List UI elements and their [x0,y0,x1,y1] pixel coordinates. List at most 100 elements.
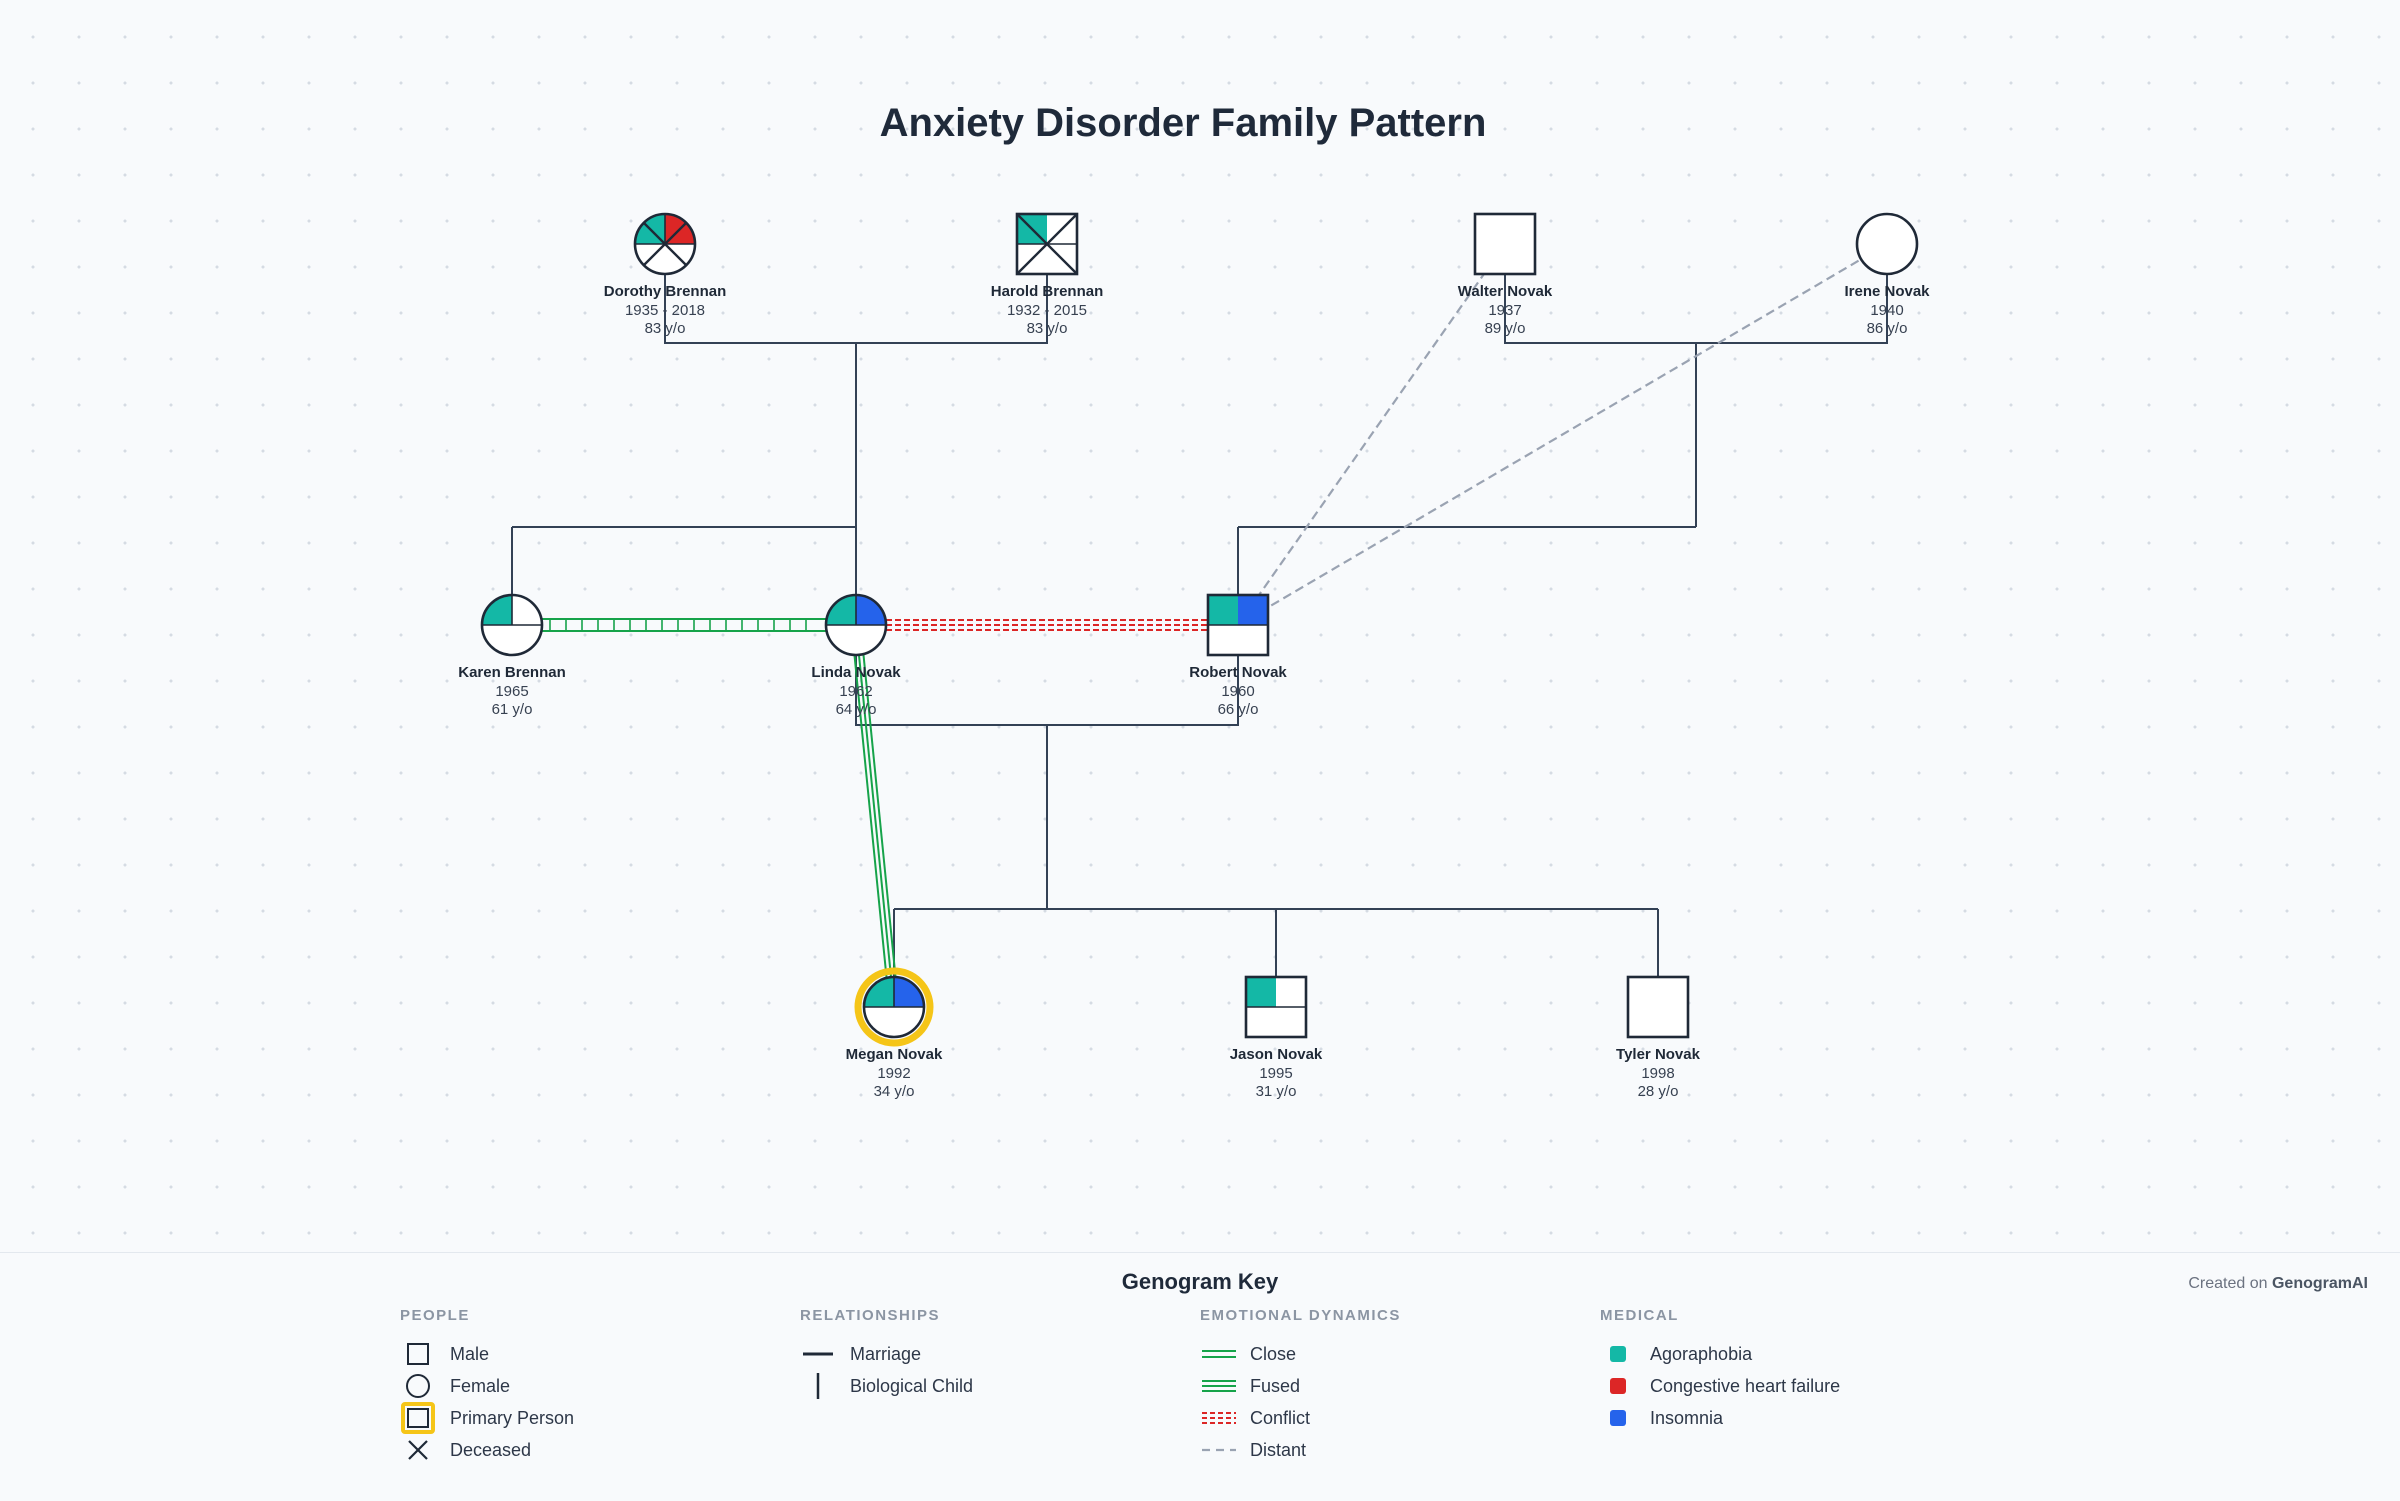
female-symbol[interactable] [824,593,888,657]
emotional-layer [542,245,1884,978]
key-marriage: Marriage [800,1338,973,1370]
distant-relationship-line[interactable] [1250,247,1504,606]
marriage-line[interactable] [855,655,1239,726]
female-symbol[interactable] [633,212,697,276]
primary-person-highlight [854,967,934,1047]
person-years: 1965 [495,683,528,700]
marriage-line-icon [800,1338,836,1370]
person-years: 1992 [877,1065,910,1082]
key-male: Male [400,1338,574,1370]
child-line-icon [800,1370,836,1402]
key-chf-label: Congestive heart failure [1650,1375,1841,1396]
conflict-relationship-line[interactable] [886,619,1208,631]
key-title: Genogram Key [1121,1269,1279,1294]
insomnia-marker [1238,595,1268,625]
female-symbol[interactable] [862,975,926,1039]
credit-brand[interactable]: GenogramAI [2271,1275,2368,1292]
person-age: 66 y/o [1218,701,1259,718]
person-years: 1962 [839,683,872,700]
person-name: Karen Brennan [458,664,566,681]
key-fused: Fused [1200,1370,1401,1402]
person-name: Robert Novak [1189,664,1287,681]
condition-markers [635,214,695,245]
key-female: Female [400,1370,574,1402]
male-symbol[interactable] [1206,593,1270,657]
male-symbol[interactable] [1015,212,1079,276]
deceased-x-icon [400,1434,436,1466]
person-name: Tyler Novak [1616,1046,1701,1063]
agoraphobia-marker [1208,595,1238,625]
person-age: 28 y/o [1638,1083,1679,1100]
key-deceased: Deceased [400,1434,574,1466]
key-conflict-label: Conflict [1250,1407,1311,1428]
agoraphobia-swatch [1600,1338,1636,1370]
key-primary-label: Primary Person [450,1407,575,1428]
condition-markers [826,595,886,626]
genogram-canvas: Anxiety Disorder Family Pattern Dorothy … [458,101,1930,1100]
male-symbol[interactable] [1626,975,1690,1039]
person-name: Walter Novak [1458,283,1553,300]
key-people-heading: PEOPLE [400,1307,470,1324]
male-symbol[interactable] [1473,212,1537,276]
key-chf: Congestive heart failure [1600,1370,1840,1402]
male-icon [400,1338,436,1370]
person-years: 1995 [1259,1065,1292,1082]
key-agoraphobia: Agoraphobia [1600,1338,1840,1370]
person-name: Irene Novak [1844,283,1930,300]
key-insomnia-label: Insomnia [1650,1407,1724,1428]
key-medical: MEDICAL Agoraphobia Congestive heart fai… [1600,1307,1840,1434]
person-age: 83 y/o [1027,320,1068,337]
person-years: 1998 [1641,1065,1674,1082]
person-years: 1937 [1488,302,1521,319]
male-symbol[interactable] [1244,975,1308,1039]
person-age: 86 y/o [1867,320,1908,337]
agoraphobia-marker [1246,977,1276,1007]
key-people: PEOPLE Male Female Primary Person Deceas… [400,1307,574,1466]
distant-relationship-line[interactable] [1258,245,1884,614]
chf-swatch [1600,1370,1636,1402]
person-age: 61 y/o [492,701,533,718]
key-marriage-label: Marriage [850,1343,922,1364]
person-years: 1960 [1221,683,1254,700]
key-relationships: RELATIONSHIPS Marriage Biological Child [800,1307,973,1402]
key-child: Biological Child [800,1370,973,1402]
fused-relationship-line[interactable] [542,618,826,632]
person-age: 83 y/o [645,320,686,337]
primary-person-icon [400,1402,436,1434]
credit[interactable]: Created on GenogramAI [2188,1275,2368,1293]
key-insomnia: Insomnia [1600,1402,1840,1434]
marriage-line[interactable] [1504,274,1888,344]
fused-line-icon [1200,1370,1236,1402]
person-age: 89 y/o [1485,320,1526,337]
female-symbol[interactable] [480,593,544,657]
key-relationships-heading: RELATIONSHIPS [800,1307,941,1324]
key-emotional: EMOTIONAL DYNAMICS Close Fused Conflict … [1200,1307,1401,1466]
close-relationship-line[interactable] [853,654,897,978]
distant-line-icon [1200,1434,1236,1466]
close-line-icon [1200,1338,1236,1370]
key-medical-heading: MEDICAL [1600,1307,1679,1324]
connector-layer [511,274,1888,977]
key-emotional-heading: EMOTIONAL DYNAMICS [1200,1307,1401,1324]
key-agoraphobia-label: Agoraphobia [1650,1343,1753,1364]
female-symbol[interactable] [1855,212,1919,276]
person-name: Harold Brennan [991,283,1104,300]
key-distant: Distant [1200,1434,1401,1466]
female-icon [400,1370,436,1402]
key-distant-label: Distant [1250,1439,1307,1460]
key-conflict: Conflict [1200,1402,1401,1434]
condition-markers [1208,595,1268,626]
genogram-key: Genogram Key Created on GenogramAI PEOPL… [0,1252,2400,1501]
key-child-label: Biological Child [850,1375,974,1396]
